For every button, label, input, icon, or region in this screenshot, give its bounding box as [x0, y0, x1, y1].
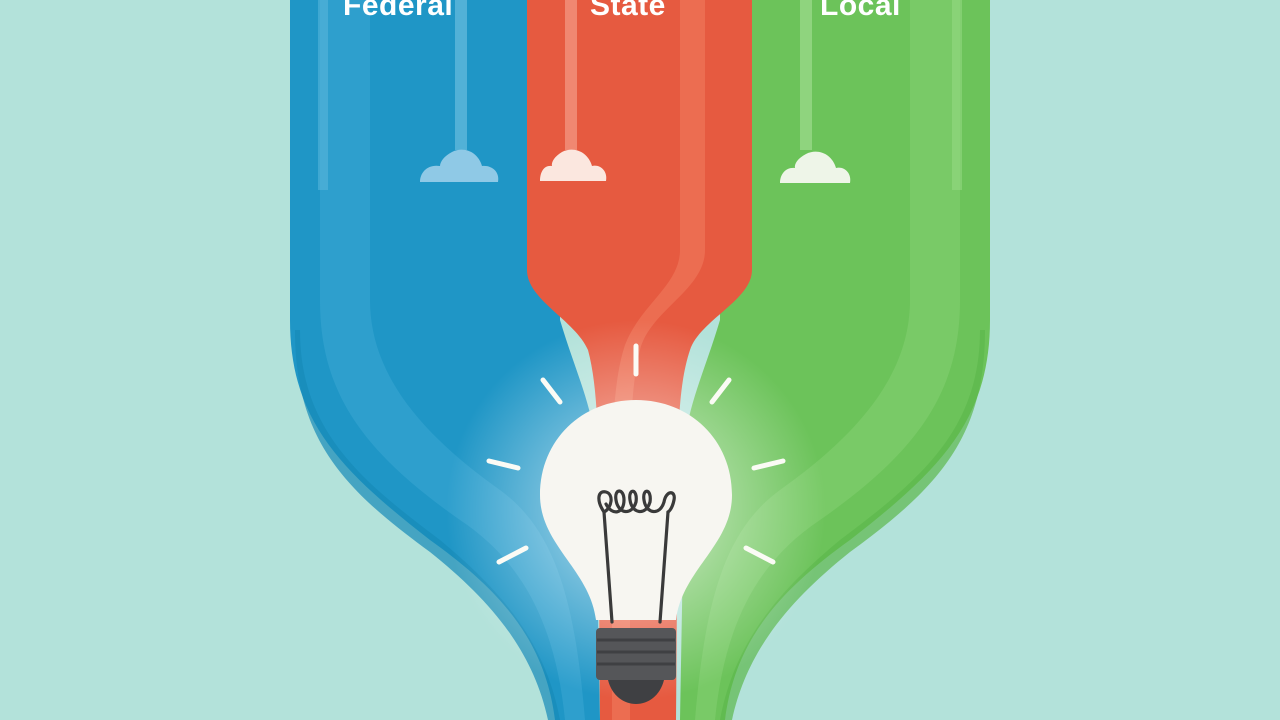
local-cloud-icon	[780, 151, 851, 183]
ray-left	[486, 458, 521, 471]
ray-bottom-left	[496, 545, 529, 565]
federal-label: Federal	[343, 0, 454, 22]
local-label: Local	[820, 0, 901, 22]
ray-top-left	[540, 377, 563, 405]
ray-bottom-right	[743, 545, 776, 565]
lightbulb-icon	[540, 400, 732, 704]
ray-top-right	[709, 377, 732, 405]
state-label: State	[590, 0, 666, 22]
light-rays	[486, 343, 786, 565]
federal-cloud-icon	[420, 149, 499, 182]
ray-right	[751, 458, 786, 471]
state-cloud-icon	[540, 149, 607, 181]
